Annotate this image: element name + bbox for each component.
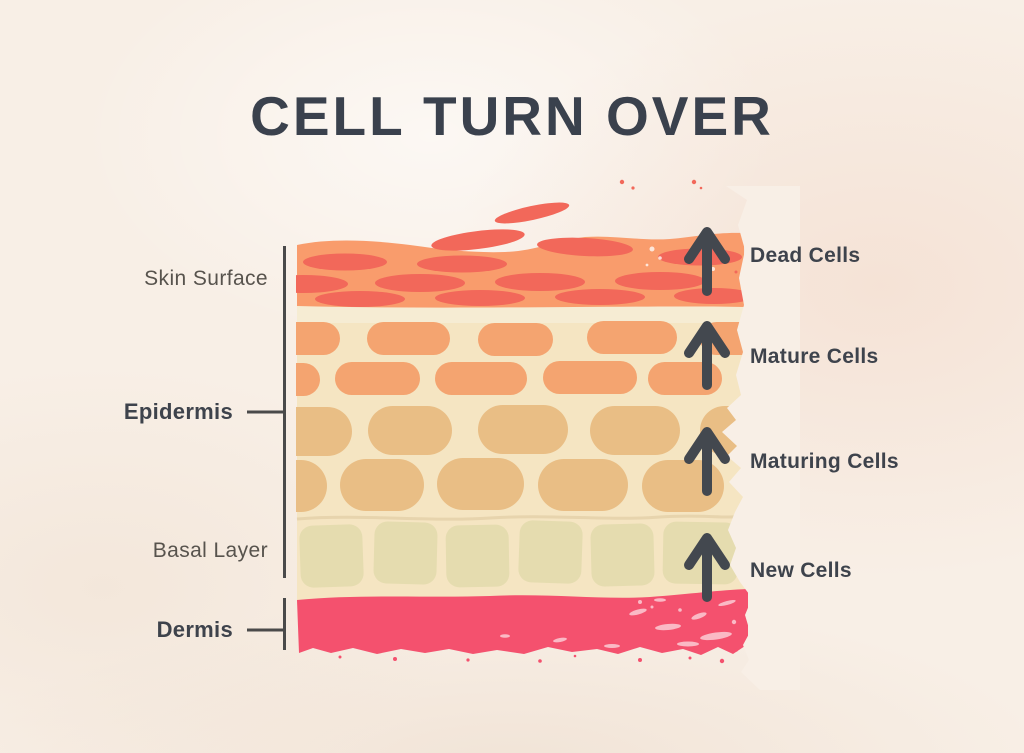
label-mature-cells: Mature Cells — [750, 345, 879, 368]
maturing-cells-up-arrow-icon — [684, 427, 730, 496]
label-dermis: Dermis — [156, 617, 233, 642]
dermis-layer — [297, 589, 748, 664]
dead-cells-up-arrow-icon — [684, 227, 730, 296]
torn-edge — [722, 186, 800, 690]
dead-cell-flakes — [431, 179, 738, 274]
label-basal-layer: Basal Layer — [152, 539, 268, 562]
label-bracket-lines — [247, 246, 286, 650]
dermis-speckles — [338, 648, 738, 664]
page-title: CELL TURN OVER — [250, 85, 774, 147]
label-new-cells: New Cells — [750, 559, 852, 582]
new-cells-up-arrow-icon — [684, 533, 730, 602]
dermis-texture — [500, 598, 737, 648]
turnover-arrows — [684, 227, 730, 602]
mature-cells-up-arrow-icon — [684, 321, 730, 390]
label-skin-surface: Skin Surface — [144, 267, 268, 290]
label-epidermis: Epidermis — [123, 399, 233, 424]
basal-boundary-line — [296, 514, 745, 521]
mature-cells-rows — [296, 321, 758, 396]
skin-surface-layer — [296, 232, 754, 308]
skin-layers — [296, 179, 800, 690]
label-dead-cells: Dead Cells — [750, 244, 861, 267]
label-maturing-cells: Maturing Cells — [750, 450, 899, 473]
basal-cells-row — [299, 520, 739, 588]
